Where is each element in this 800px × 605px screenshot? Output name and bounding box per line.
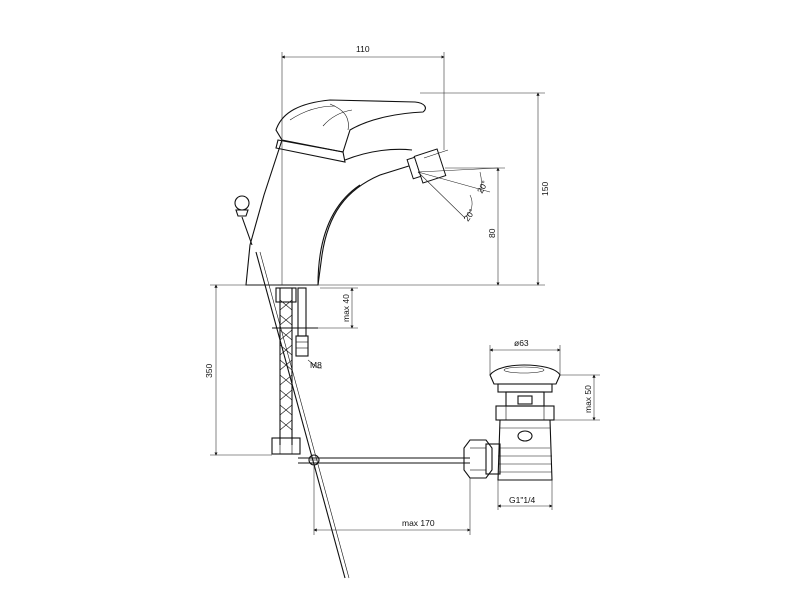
dimension-lines <box>210 52 600 535</box>
dim-width-top: 110 <box>356 44 370 54</box>
mixer-body <box>234 99 449 286</box>
dim-shank-max: max 40 <box>341 294 351 322</box>
dim-thread-g: G1"1/4 <box>509 495 535 505</box>
dim-height-total: 150 <box>540 182 550 196</box>
dim-thread-m: M8 <box>310 360 322 370</box>
dim-depth: 350 <box>204 364 214 378</box>
waste-assembly <box>463 364 561 481</box>
nozzle <box>406 148 449 184</box>
dim-angle-a: 20° <box>475 179 490 195</box>
dim-waste-diameter: ø63 <box>514 338 529 348</box>
dim-spout-height: 80 <box>487 228 497 238</box>
dim-waste-max: max 50 <box>583 385 593 413</box>
dim-angle-b: 20° <box>461 207 477 223</box>
hoses <box>255 251 470 579</box>
dim-rod-max: max 170 <box>402 518 435 528</box>
popup-knob <box>234 195 253 246</box>
